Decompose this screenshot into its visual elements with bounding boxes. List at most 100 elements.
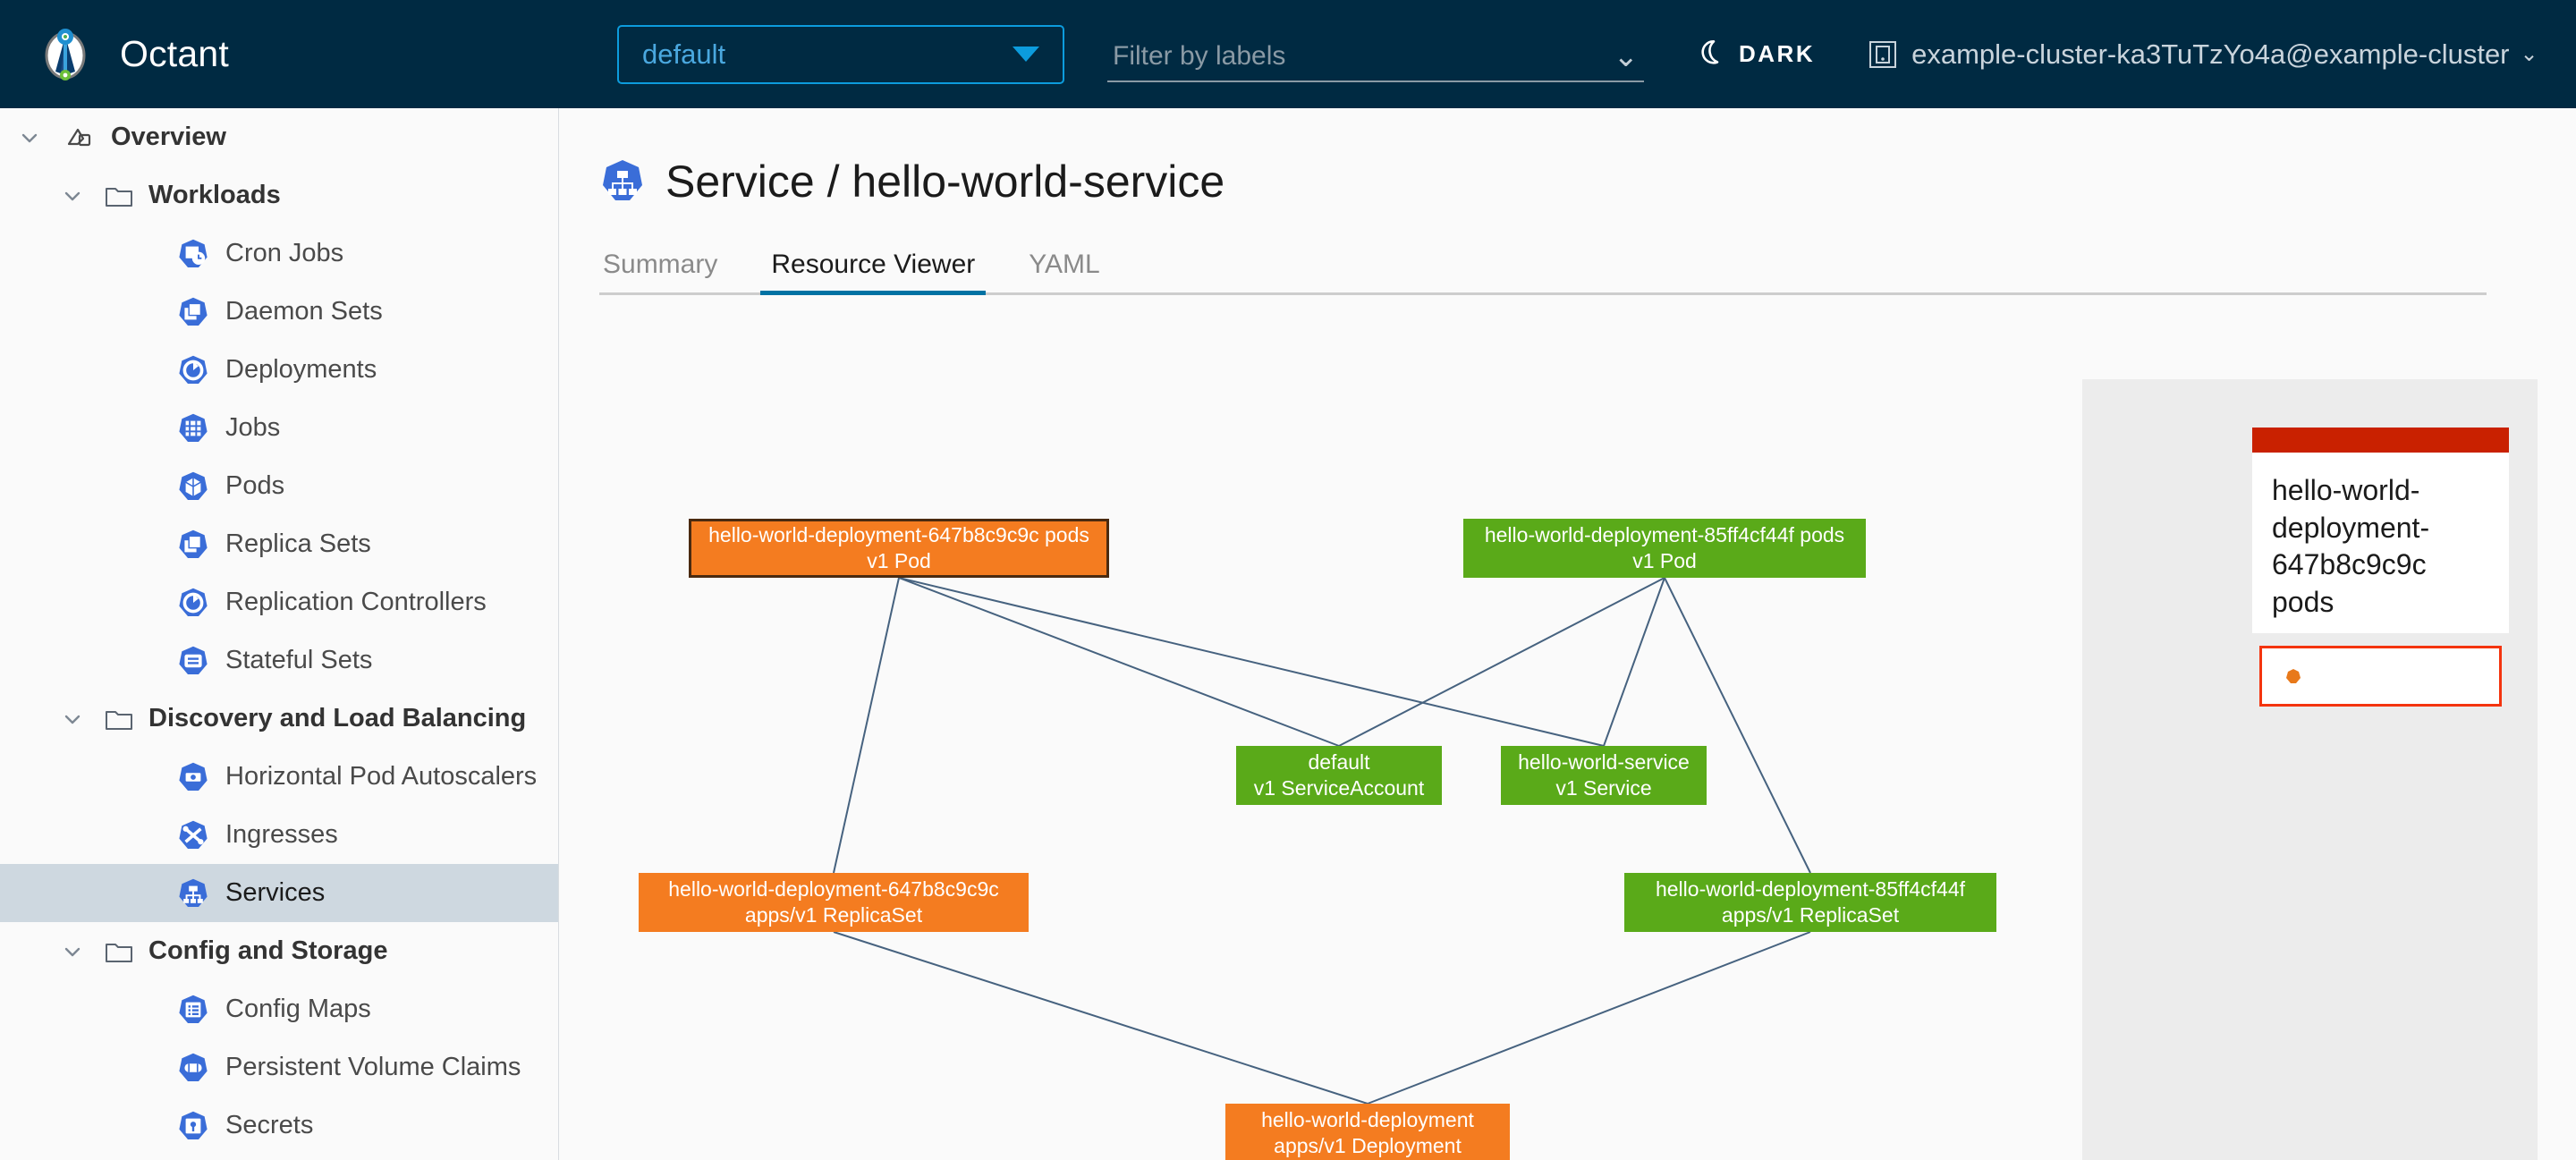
- graph-edge: [1664, 577, 1811, 874]
- main-content: Service / hello-world-service Summary Res…: [560, 108, 2576, 1160]
- tab-resource-viewer[interactable]: Resource Viewer: [760, 250, 987, 295]
- folder-icon: [104, 704, 134, 734]
- sidebar-item-discovery-and-load-balancing[interactable]: Discovery and Load Balancing: [0, 690, 558, 748]
- overview-icon: [63, 121, 97, 155]
- sidebar-item-label: Secrets: [225, 1111, 314, 1139]
- brand[interactable]: Octant: [36, 25, 590, 84]
- sidebar-item-jobs[interactable]: Jobs: [0, 399, 558, 457]
- label-filter-placeholder: Filter by labels: [1113, 40, 1286, 71]
- config-maps-icon: [177, 994, 209, 1026]
- graph-node[interactable]: hello-world-deployment apps/v1 Deployment: [1225, 1104, 1510, 1160]
- chevron-down-icon[interactable]: [59, 182, 86, 209]
- detail-card-accent-bar: [2252, 428, 2509, 453]
- chevron-down-icon[interactable]: [16, 124, 43, 151]
- tab-bar: Summary Resource Viewer YAML: [599, 243, 2487, 295]
- chevron-down-icon: ⌄: [2520, 42, 2538, 66]
- sidebar-item-label: Persistent Volume Claims: [225, 1053, 521, 1081]
- cron-jobs-icon: [177, 238, 209, 270]
- graph-node-name: hello-world-deployment-647b8c9c9c: [668, 876, 999, 901]
- sidebar-item-persistent-volume-claims[interactable]: Persistent Volume Claims: [0, 1038, 558, 1096]
- graph-node-kind: v1 Pod: [867, 549, 931, 572]
- graph-edge: [1338, 577, 1665, 747]
- tab-summary[interactable]: Summary: [603, 250, 718, 279]
- pvc-icon: [177, 1052, 209, 1084]
- tab-yaml[interactable]: YAML: [1029, 250, 1100, 279]
- sidebar-item-stateful-sets[interactable]: Stateful Sets: [0, 631, 558, 690]
- chevron-down-icon[interactable]: [59, 938, 86, 965]
- hpa-icon: [177, 761, 209, 793]
- detail-status-box[interactable]: [2259, 646, 2502, 707]
- node-detail-card[interactable]: hello-world-deployment-647b8c9c9c pods: [2252, 428, 2509, 719]
- graph-node-name: hello-world-deployment-85ff4cf44f: [1655, 876, 1966, 901]
- daemon-sets-icon: [177, 296, 209, 328]
- sidebar-item-config-and-storage[interactable]: Config and Storage: [0, 922, 558, 980]
- sidebar-item-horizontal-pod-autoscalers[interactable]: Horizontal Pod Autoscalers: [0, 748, 558, 806]
- sidebar-item-label: Config and Storage: [148, 936, 388, 965]
- graph-edge: [833, 577, 900, 874]
- graph-node-kind: apps/v1 Deployment: [1274, 1134, 1462, 1157]
- theme-toggle[interactable]: DARK: [1696, 25, 1815, 84]
- folder-icon: [104, 181, 134, 211]
- namespace-value: default: [642, 38, 726, 70]
- sidebar-item-config-maps[interactable]: Config Maps: [0, 980, 558, 1038]
- sidebar-item-secrets[interactable]: Secrets: [0, 1096, 558, 1155]
- brand-title: Octant: [120, 33, 229, 74]
- sidebar-item-replica-sets[interactable]: Replica Sets: [0, 515, 558, 573]
- app-header: Octant default Filter by labels ⌄ DARK e…: [0, 0, 2576, 108]
- sidebar-item-replication-controllers[interactable]: Replication Controllers: [0, 573, 558, 631]
- theme-label: DARK: [1739, 40, 1816, 67]
- sidebar-item-label: Stateful Sets: [225, 646, 373, 674]
- label-filter-input[interactable]: Filter by labels ⌄: [1107, 27, 1644, 82]
- sidebar-item-workloads[interactable]: Workloads: [0, 166, 558, 224]
- sidebar-item-overview[interactable]: Overview: [0, 108, 558, 166]
- sidebar-item-label: Jobs: [225, 413, 281, 442]
- sidebar-item-label: Daemon Sets: [225, 297, 383, 326]
- graph-node-name: hello-world-service: [1518, 749, 1690, 774]
- ingresses-icon: [177, 819, 209, 851]
- cluster-name: example-cluster-ka3TuTzYo4a@example-clus…: [1911, 38, 2510, 70]
- graph-node-name: default: [1308, 749, 1370, 774]
- sidebar-item-cron-jobs[interactable]: Cron Jobs: [0, 224, 558, 283]
- orange-status-dot-icon: [2285, 668, 2301, 684]
- chevron-down-icon[interactable]: [59, 706, 86, 732]
- graph-edge: [833, 931, 1368, 1105]
- octant-logo-icon: [36, 25, 95, 84]
- page-header: Service / hello-world-service: [599, 156, 2576, 207]
- sidebar-item-label: Replica Sets: [225, 529, 371, 558]
- replication-controllers-icon: [177, 587, 209, 619]
- sidebar-item-label: Config Maps: [225, 995, 371, 1023]
- sidebar-item-services[interactable]: Services: [0, 864, 558, 922]
- graph-node-kind: apps/v1 ReplicaSet: [744, 903, 923, 927]
- sidebar-item-label: Deployments: [225, 355, 377, 384]
- sidebar-item-label: Horizontal Pod Autoscalers: [225, 762, 538, 791]
- sidebar-item-label: Services: [225, 878, 326, 907]
- graph-node-name: hello-world-deployment: [1261, 1107, 1474, 1131]
- sidebar-item-label: Replication Controllers: [225, 588, 487, 616]
- graph-node-kind: v1 Service: [1555, 776, 1652, 800]
- sidebar-item-deployments[interactable]: Deployments: [0, 341, 558, 399]
- sidebar-item-pods[interactable]: Pods: [0, 457, 558, 515]
- chevron-down-icon[interactable]: ⌄: [1613, 38, 1640, 73]
- secrets-icon: [177, 1110, 209, 1142]
- pods-icon: [177, 470, 209, 503]
- stateful-sets-icon: [177, 645, 209, 677]
- namespace-select[interactable]: default: [617, 24, 1064, 84]
- graph-node-kind: v1 Pod: [1632, 549, 1697, 572]
- cluster-select[interactable]: example-cluster-ka3TuTzYo4a@example-clus…: [1868, 25, 2538, 84]
- sidebar-item-daemon-sets[interactable]: Daemon Sets: [0, 283, 558, 341]
- cluster-icon: [1868, 39, 1897, 70]
- jobs-icon: [177, 412, 209, 445]
- graph-edge: [1603, 577, 1665, 747]
- graph-edges: [833, 577, 1811, 1105]
- caret-down-icon: [1013, 47, 1039, 62]
- detail-card-title: hello-world-deployment-647b8c9c9c pods: [2272, 474, 2430, 618]
- sidebar-item-ingresses[interactable]: Ingresses: [0, 806, 558, 864]
- detail-card-body: hello-world-deployment-647b8c9c9c pods: [2252, 453, 2509, 634]
